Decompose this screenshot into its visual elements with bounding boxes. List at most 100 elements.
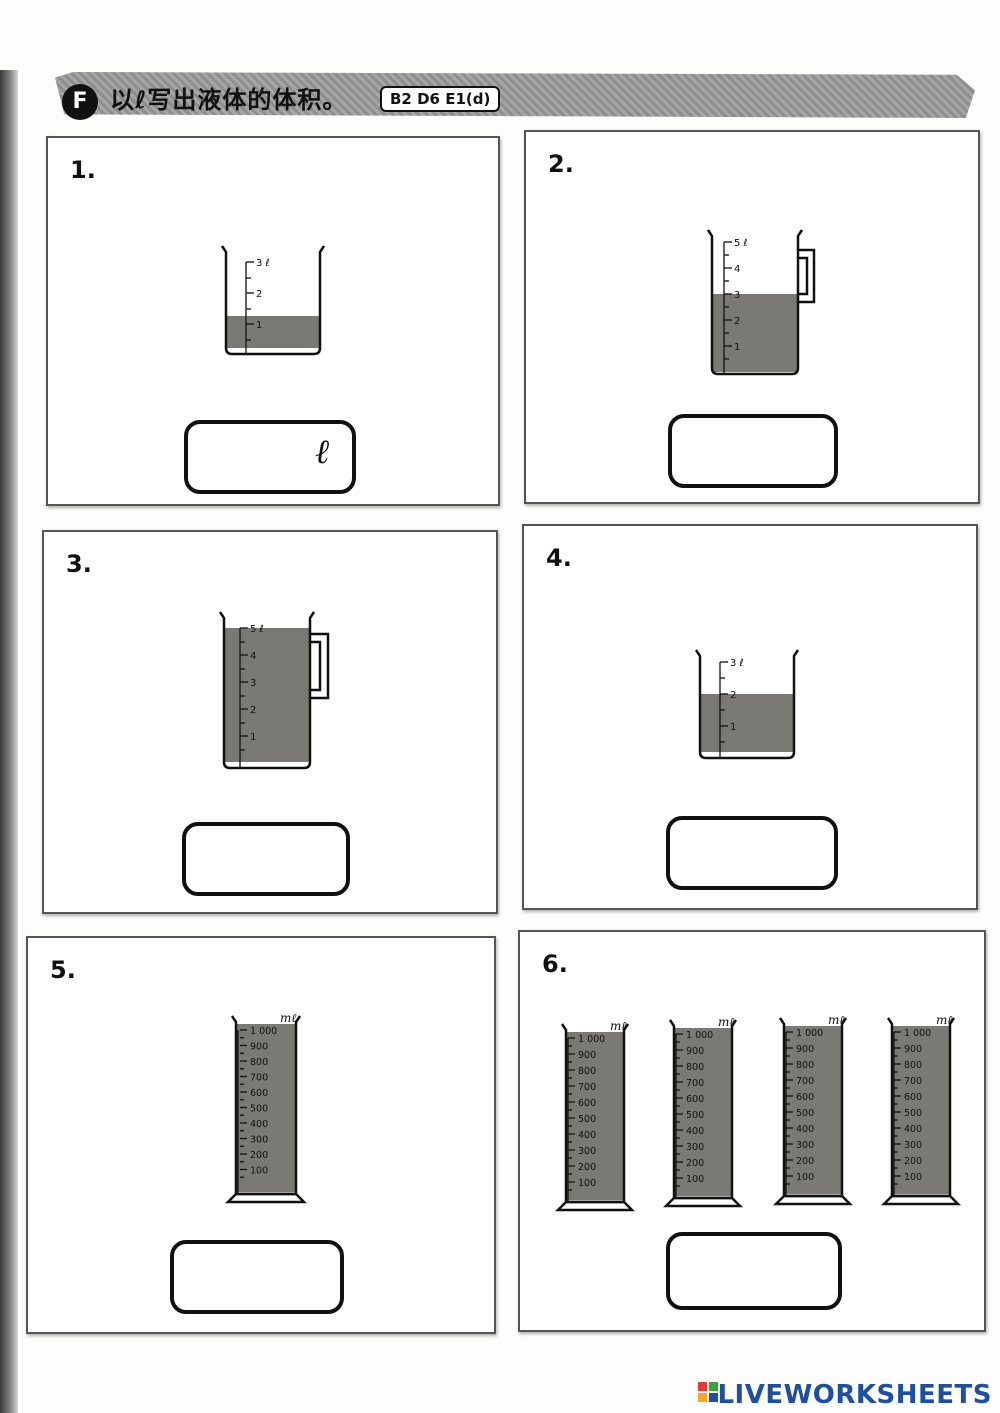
scale-label: 400 [796,1124,814,1135]
scale-label-max: 3 ℓ [730,658,744,669]
scale-label: 300 [796,1140,814,1151]
scale-label: 1 000 [904,1028,931,1039]
scale-label: 300 [578,1146,596,1157]
scale-label: 400 [250,1119,268,1130]
jug-5l: 5 ℓ 4 3 2 1 [706,229,816,376]
liquid [674,1028,732,1196]
measuring-cylinder: mℓ 1 000 900 800 700 600 500 400 300 200 100 [224,1011,308,1204]
answer-box-3[interactable] [182,822,350,896]
scale-label: 3 [734,290,740,301]
question-card-1: 1. 3 ℓ 2 1 ℓ [46,136,500,506]
liquid [892,1026,950,1194]
scale-label: 2 [256,289,262,300]
answer-box-2[interactable] [668,414,838,488]
question-number: 2. [548,150,574,178]
scale-label: 300 [904,1140,922,1151]
scale-label: 600 [686,1094,704,1105]
liquid [700,694,794,752]
scale-label-max: 5 ℓ [734,238,748,249]
question-card-4: 4. 3 ℓ 2 1 [522,524,978,910]
liquid [226,316,320,348]
scale-label: 200 [796,1156,814,1167]
question-number: 4. [546,544,572,572]
scale-label: 800 [578,1066,596,1077]
scale-label: 900 [686,1046,704,1057]
scale-label: 600 [578,1098,596,1109]
scale-label: 400 [904,1124,922,1135]
scale-label: 800 [686,1062,704,1073]
scale-label: 700 [686,1078,704,1089]
scale-label: 700 [904,1076,922,1087]
unit-label: ℓ [315,432,330,472]
scale-label: 4 [734,264,740,275]
liquid [784,1026,842,1194]
scale-label: 1 [256,320,262,331]
scale-label: 500 [904,1108,922,1119]
curriculum-code: B2 D6 E1(d) [380,86,501,112]
scale-label: 500 [250,1104,268,1115]
scale-label: 1 [734,342,740,353]
scale-label: 600 [250,1088,268,1099]
scale-label: 100 [250,1166,268,1177]
scale-label: 700 [796,1076,814,1087]
scale-label: 4 [250,651,256,662]
scale-label: 700 [250,1073,268,1084]
scale-label: 900 [578,1050,596,1061]
scale-label: 900 [904,1044,922,1055]
scale-label: 2 [730,690,736,701]
question-card-2: 2. 5 ℓ 4 3 2 1 [524,130,980,504]
question-number: 3. [66,550,92,578]
scale-label: 2 [734,316,740,327]
scale-label: 300 [250,1135,268,1146]
scale-label: 700 [578,1082,596,1093]
scale-label: 1 000 [796,1028,823,1039]
header-banner [55,72,975,118]
section-badge: F [62,84,98,120]
scale-label: 1 000 [578,1034,605,1045]
scale-label: 100 [796,1172,814,1183]
scale-label-max: 3 ℓ [256,258,270,269]
question-card-5: 5. mℓ 1 000 900 800 700 600 500 400 300 200 100 [26,936,496,1334]
answer-box-4[interactable] [666,816,838,890]
page-edge-shadow [0,70,18,1413]
answer-box-6[interactable] [666,1232,842,1310]
cylinder-unit: mℓ [280,1011,296,1025]
liveworksheets-logo-icon [698,1382,718,1402]
scale-label: 900 [796,1044,814,1055]
scale-label: 300 [686,1142,704,1153]
cylinder-unit: mℓ [610,1019,626,1033]
scale-label: 900 [250,1042,268,1053]
scale-label: 500 [796,1108,814,1119]
jug-5l: 5 ℓ 4 3 2 1 [218,611,330,770]
scale-label: 1 000 [686,1030,713,1041]
question-card-6: 6. mℓ 1 000 900 800 700 600 500 400 300 200 100 m… [518,930,986,1332]
scale-label: 3 [250,678,256,689]
scale-label: 200 [686,1158,704,1169]
scale-label: 200 [578,1162,596,1173]
scale-label: 100 [904,1172,922,1183]
scale-label-max: 5 ℓ [250,624,264,635]
scale-label: 600 [904,1092,922,1103]
question-number: 6. [542,950,568,978]
scale-label: 400 [578,1130,596,1141]
scale-label: 200 [904,1156,922,1167]
answer-box-5[interactable] [170,1240,344,1314]
scale-label: 800 [796,1060,814,1071]
cylinder-unit: mℓ [936,1013,952,1027]
liquid [224,628,310,762]
scale-label: 200 [250,1150,268,1161]
scale-label: 1 000 [250,1026,277,1037]
answer-box-1[interactable]: ℓ [184,420,356,494]
question-number: 5. [50,956,76,984]
beaker-3l: 3 ℓ 2 1 [694,649,800,760]
scale-label: 800 [250,1057,268,1068]
question-card-3: 3. 5 ℓ 4 3 2 1 [42,530,498,914]
scale-label: 400 [686,1126,704,1137]
scale-label: 600 [796,1092,814,1103]
scale-label: 1 [730,722,736,733]
cylinder-unit: mℓ [718,1015,734,1029]
